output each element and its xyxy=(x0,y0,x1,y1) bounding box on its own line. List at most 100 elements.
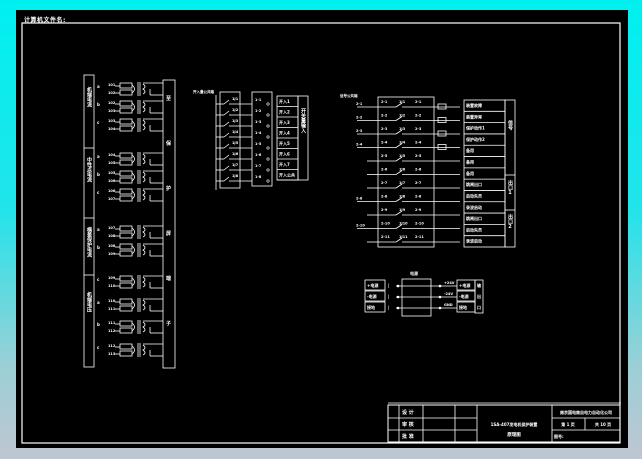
terminal-label: 111 xyxy=(108,307,116,311)
switch-box xyxy=(219,91,241,189)
terminal-label: 103 xyxy=(108,119,116,123)
relay-label: 1J7 xyxy=(399,181,406,185)
signal-label: 备用 xyxy=(465,159,474,165)
phase-label: c xyxy=(97,345,100,350)
relay-label: 1J5 xyxy=(399,154,406,158)
terminal-node xyxy=(396,284,400,288)
signal-label: 开入5 xyxy=(279,140,290,146)
signal-label: 备用 xyxy=(465,147,474,153)
secondary-winding xyxy=(142,83,146,95)
terminal-label: 106 xyxy=(108,179,116,183)
relay-contact xyxy=(395,143,403,148)
ct-winding xyxy=(131,300,135,310)
relay-contact xyxy=(395,210,403,216)
ct-coil xyxy=(119,327,133,334)
terminal-label: 2-4 xyxy=(356,143,363,147)
signal-label: 保护动作2 xyxy=(465,136,485,142)
power-left-label: 接地 xyxy=(367,304,375,310)
terminal-label: 105 xyxy=(108,161,116,165)
terminal-label: 2-2 xyxy=(381,114,388,118)
signal-label: 开入6 xyxy=(279,151,290,157)
terminal-label: 2-4 xyxy=(381,141,388,145)
terminal-node xyxy=(266,179,270,183)
terminal-label: 2-3 xyxy=(381,127,388,131)
relay-contact xyxy=(395,197,403,202)
relay-label: 1J1 xyxy=(399,100,406,104)
secondary-winding xyxy=(142,171,146,183)
drawing-number-label: 图号: xyxy=(554,433,564,439)
terminal-label: 2-1 xyxy=(381,100,388,104)
relay-terminal-box xyxy=(251,91,273,187)
output-side-column xyxy=(504,99,516,248)
power-right-label: GND xyxy=(444,303,453,307)
phase-label: a xyxy=(97,154,100,159)
terminal-label: 103 xyxy=(108,109,116,113)
terminal-label: 2-10 xyxy=(356,224,365,228)
section-label: 机端电压 xyxy=(86,291,93,313)
output-relay-box xyxy=(377,96,435,248)
phase-label: c xyxy=(97,190,100,195)
signal-label: 录波启动 xyxy=(466,238,482,244)
terminal-label: 2-3 xyxy=(415,127,422,131)
resistor xyxy=(437,130,447,137)
ct-coil xyxy=(119,250,133,257)
side-label: 出口1 xyxy=(507,179,513,196)
ct-coil xyxy=(119,107,133,114)
secondary-winding xyxy=(142,226,146,238)
separator: | xyxy=(388,283,389,288)
left-label-cell xyxy=(364,301,386,313)
terminal-label: 108 xyxy=(108,244,116,248)
ct-coil xyxy=(119,225,133,232)
designed-label: 设 计 xyxy=(402,409,414,416)
relay-contact xyxy=(395,129,403,135)
right-cell-label: -电源 xyxy=(459,293,469,299)
terminal-label: 109 xyxy=(108,252,116,256)
input-label: 信号公共端 xyxy=(340,93,358,98)
relay-contact xyxy=(395,237,403,243)
signal-label: 启动失灵 xyxy=(466,192,482,198)
signal-label: 备用 xyxy=(465,170,474,176)
terminal-label: 1-4 xyxy=(255,131,262,135)
terminal-node xyxy=(438,284,442,288)
terminal-label: 105 xyxy=(108,171,116,175)
signal-label: 开入4 xyxy=(279,130,290,136)
switch-contact xyxy=(223,154,230,160)
terminal-node xyxy=(266,168,270,172)
signal-label: 开入2 xyxy=(279,109,290,115)
left-label-cell xyxy=(364,279,386,291)
relay-label: 1J10 xyxy=(399,222,408,226)
ct-coil xyxy=(119,343,133,350)
ct-winding xyxy=(131,345,135,355)
ct-coil xyxy=(119,89,133,96)
relay-contact xyxy=(395,156,403,162)
terminal-label: 102 xyxy=(108,91,116,95)
terminal-label: 2-6 xyxy=(415,168,422,172)
terminal-node xyxy=(396,306,400,310)
signal-label: 录波启动 xyxy=(466,204,482,210)
terminal-label: 2-4 xyxy=(415,141,422,145)
side-label: 口 xyxy=(477,304,481,310)
terminal-label: 113 xyxy=(108,352,116,356)
relay-label: 1J6 xyxy=(232,152,239,156)
terminal-node xyxy=(438,306,442,310)
ct-winding xyxy=(131,102,135,112)
terminal-column xyxy=(162,79,176,369)
terminal-label: 112 xyxy=(108,344,116,348)
signal-label: 启动失灵 xyxy=(466,226,482,232)
drawing-frame xyxy=(21,22,621,444)
terminal-label: 110 xyxy=(108,284,116,288)
signal-label: 跳闸出口 xyxy=(466,181,482,187)
side-label: 信号 xyxy=(507,119,513,131)
terminal-label: 2-11 xyxy=(415,235,424,239)
side-label: 出口2 xyxy=(507,213,513,230)
terminal-label: 2-5 xyxy=(381,154,388,158)
secondary-winding xyxy=(142,299,146,311)
terminal-label: 2-8 xyxy=(356,197,363,201)
ct-coil xyxy=(119,125,133,132)
terminal-label: 1-7 xyxy=(255,164,262,168)
side-label: 至 xyxy=(166,95,171,102)
checked-label: 审 核 xyxy=(402,421,414,428)
phase-label: b xyxy=(97,102,100,107)
side-label: 端 xyxy=(166,275,171,282)
